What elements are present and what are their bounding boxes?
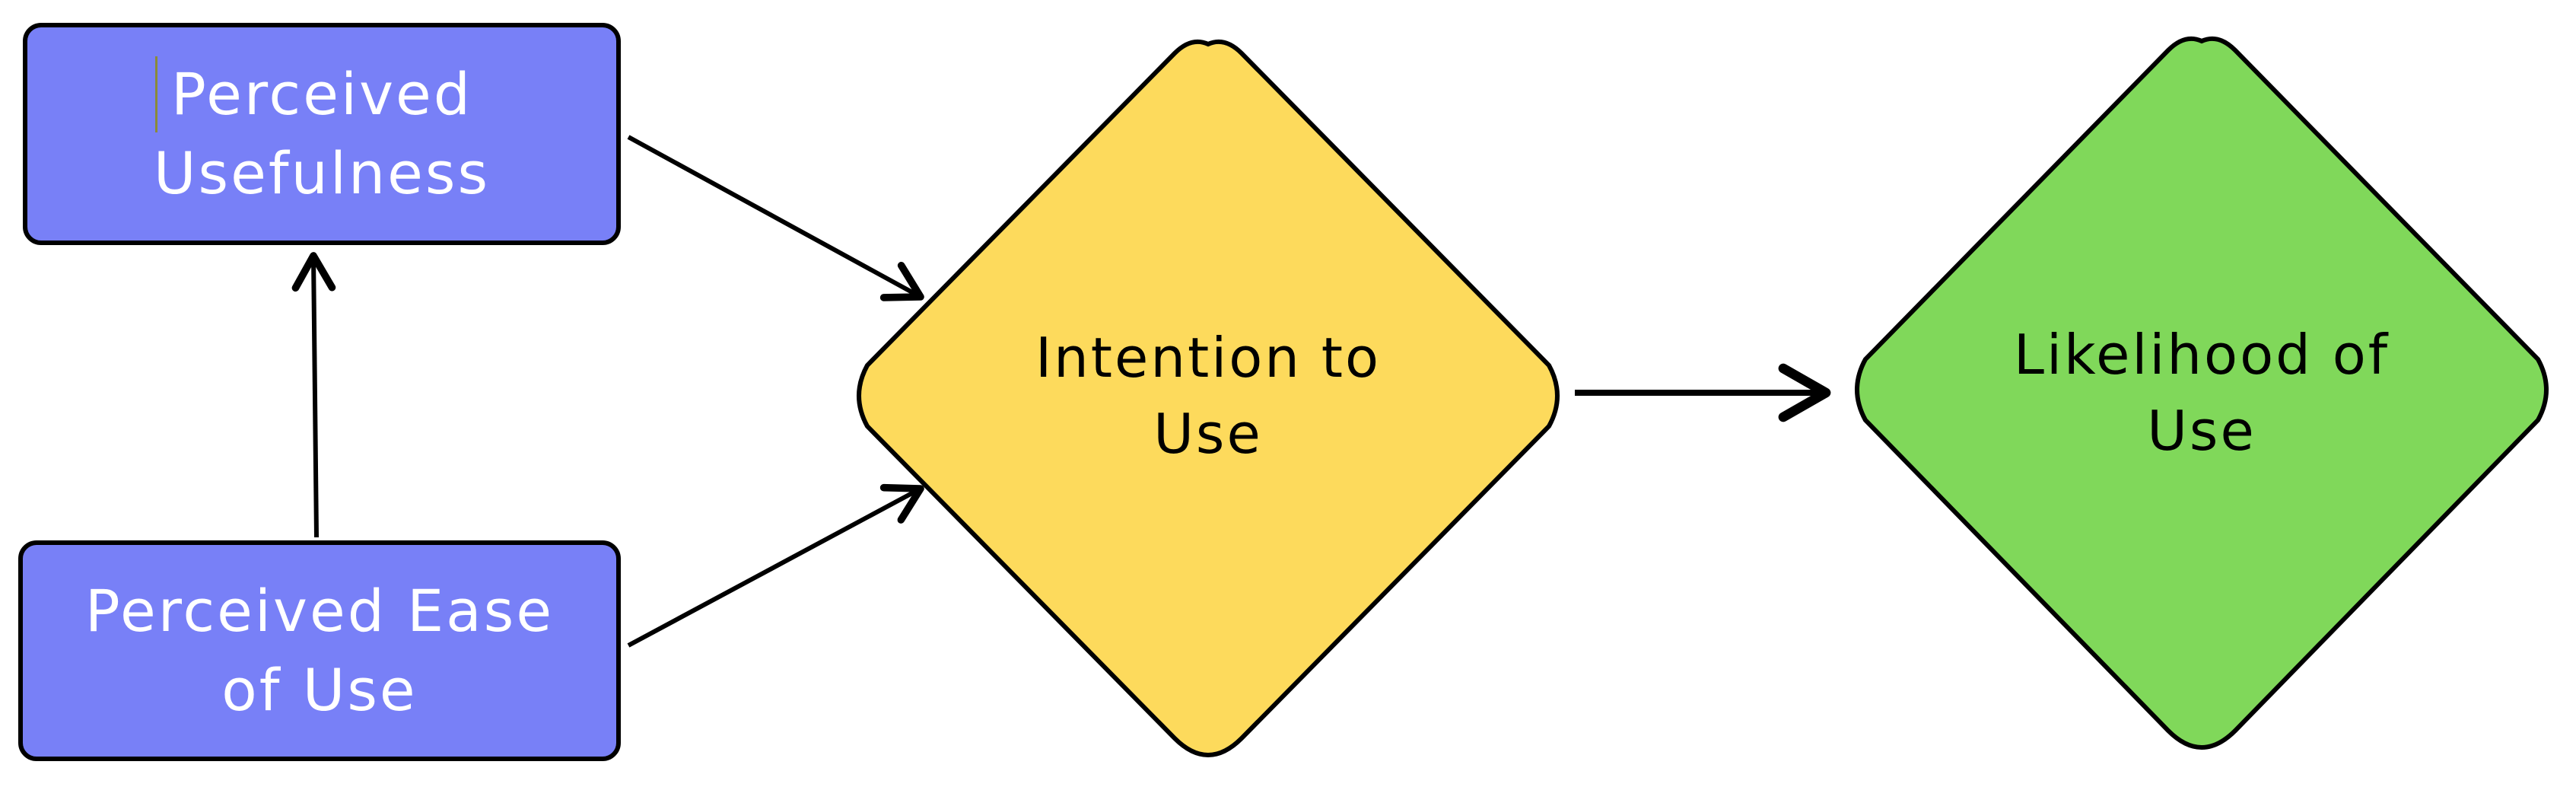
perceived-usefulness-line1: Perceived	[170, 60, 473, 128]
intention-to-use-label: Intention to Use	[1035, 320, 1381, 472]
arrow-ease-to-intention	[627, 483, 924, 648]
arrow-ease-to-usefulness	[291, 252, 336, 538]
likelihood-of-use-label: Likelihood of Use	[2014, 317, 2390, 469]
perceived-ease-line2: of Use	[221, 656, 418, 724]
perceived-ease-of-use-node: Perceived Ease of Use	[18, 540, 621, 761]
likelihood-line1: Likelihood of	[2013, 323, 2390, 387]
perceived-usefulness-node: Perceived Usefulness	[23, 23, 621, 245]
arrow-usefulness-to-intention	[627, 135, 924, 301]
likelihood-line2: Use	[2147, 399, 2256, 463]
likelihood-diamond	[1855, 37, 2549, 750]
text-cursor	[155, 56, 157, 132]
perceived-ease-line1: Perceived Ease	[84, 577, 555, 645]
intention-diamond	[857, 40, 1560, 758]
intention-line1: Intention to	[1035, 326, 1382, 390]
perceived-usefulness-line2: Usefulness	[153, 139, 491, 207]
intention-line2: Use	[1153, 402, 1263, 466]
